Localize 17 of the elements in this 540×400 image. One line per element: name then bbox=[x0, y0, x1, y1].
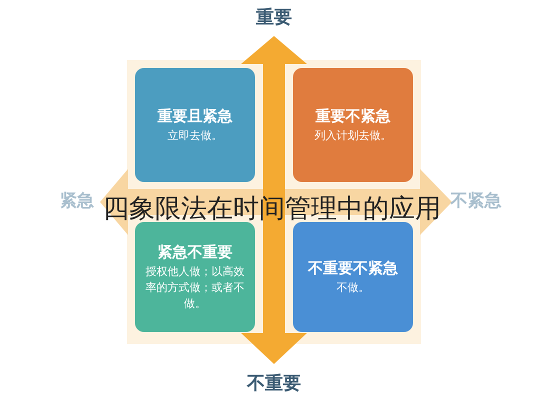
title: 四象限法在时间管理中的应用 bbox=[103, 194, 441, 224]
quadrant-title: 紧急不重要 bbox=[158, 242, 232, 262]
axis-label: 紧急 bbox=[60, 190, 94, 212]
quadrant-box bbox=[135, 222, 255, 332]
quadrant-title: 不重要不紧急 bbox=[308, 258, 398, 278]
axis-label: 不重要 bbox=[247, 373, 301, 395]
quadrant-text: 立即去做。 bbox=[166, 128, 224, 144]
quadrant-box bbox=[293, 222, 413, 332]
quadrant-text: 列入计划去做。 bbox=[314, 128, 392, 144]
quadrant-box bbox=[135, 68, 255, 182]
quadrant-text: 不做。 bbox=[336, 280, 370, 296]
quadrant-text: 授权他人做；以高效率的方式做；或者不做。 bbox=[145, 264, 245, 312]
axis-label: 不紧急 bbox=[450, 190, 502, 212]
quadrant-box bbox=[293, 68, 413, 182]
quadrant-title: 重要且紧急 bbox=[158, 106, 232, 126]
quadrant-title: 重要不紧急 bbox=[316, 106, 390, 126]
axis-label: 重要 bbox=[256, 7, 292, 29]
